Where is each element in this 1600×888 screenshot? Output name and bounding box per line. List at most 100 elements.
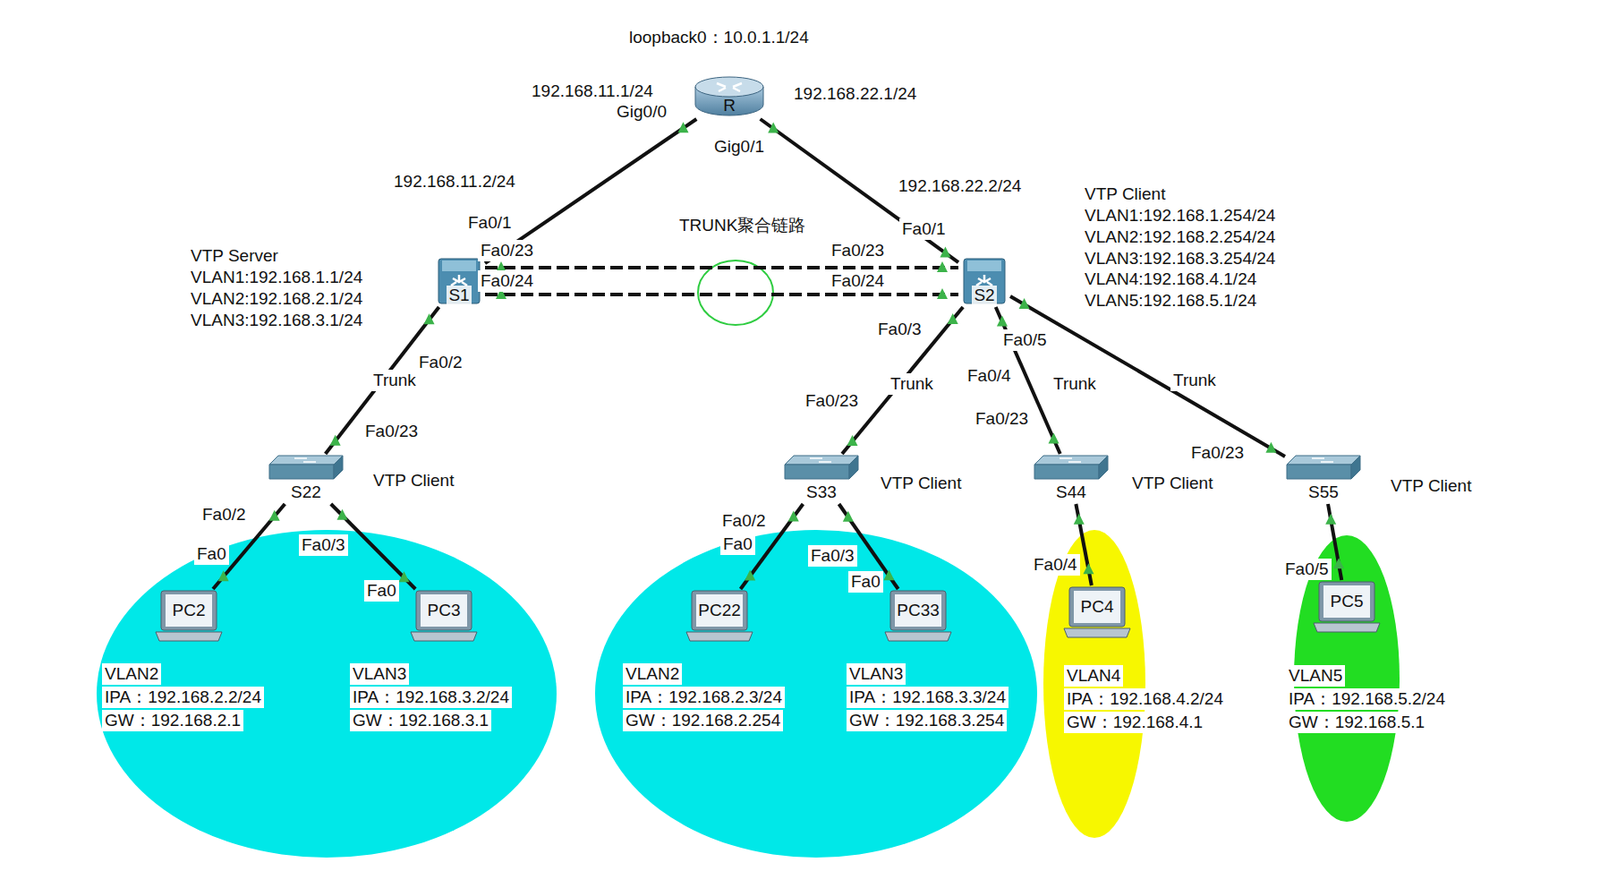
device-name: S2 bbox=[971, 285, 996, 306]
annotation-label: Fa0 bbox=[848, 570, 884, 593]
switch-node: S55 bbox=[1285, 453, 1362, 504]
network-link bbox=[842, 306, 963, 454]
annotation-label: VLAN3 bbox=[846, 663, 906, 685]
switch-node: S22 bbox=[267, 453, 345, 504]
annotation-label: GW：192.168.3.1 bbox=[349, 709, 492, 732]
network-link bbox=[1010, 296, 1286, 457]
annotation-label: IPA：192.168.4.2/24 bbox=[1063, 688, 1226, 710]
annotation-label: IPA：192.168.3.3/24 bbox=[846, 686, 1009, 708]
annotation-label: Fa0/24 bbox=[477, 270, 537, 292]
device-name: PC5 bbox=[1330, 591, 1364, 612]
switch-node: S44 bbox=[1032, 453, 1110, 504]
annotation-label: IPA：192.168.2.2/24 bbox=[102, 686, 264, 708]
network-link bbox=[485, 292, 959, 297]
annotation-label: Fa0/23 bbox=[477, 239, 537, 262]
link-label: Trunk bbox=[1050, 373, 1099, 395]
pc-node: PC4 bbox=[1062, 585, 1132, 643]
annotation-label: Fa0/23 bbox=[972, 408, 1031, 430]
annotation-label: Fa0/1 bbox=[899, 218, 949, 240]
vlan-area bbox=[595, 529, 1038, 858]
annotation-label: GW：192.168.2.254 bbox=[622, 709, 783, 732]
device-name: R bbox=[723, 95, 736, 116]
annotation-label: TRUNK聚合链路 bbox=[676, 214, 809, 237]
link-light bbox=[1019, 297, 1030, 309]
annotation-label: VLAN1:192.168.1.254/24 bbox=[1081, 204, 1278, 227]
annotation-label: Fa0/23 bbox=[362, 420, 421, 443]
annotation-label: VLAN3:192.168.3.254/24 bbox=[1081, 247, 1278, 270]
link-light bbox=[1047, 433, 1059, 444]
link-label: Trunk bbox=[370, 369, 419, 392]
annotation-label: Fa0/5 bbox=[1282, 558, 1332, 580]
annotation-label: Fa0/4 bbox=[1030, 553, 1081, 576]
pc-node: PC33 bbox=[883, 588, 954, 647]
annotation-label: VTP Client bbox=[877, 472, 964, 494]
link-light bbox=[936, 261, 948, 273]
annotation-label: 192.168.11.1/24 bbox=[528, 80, 656, 103]
pc-node: PC22 bbox=[684, 588, 755, 647]
link-light bbox=[883, 569, 894, 580]
pc-node: PC3 bbox=[408, 588, 479, 647]
annotation-label: GW：192.168.5.1 bbox=[1285, 711, 1428, 733]
annotation-label: Fa0/23 bbox=[1188, 442, 1247, 464]
device-name: S55 bbox=[1308, 482, 1339, 503]
device-name: PC4 bbox=[1080, 596, 1115, 617]
annotation-label: Gig0/1 bbox=[711, 136, 767, 158]
annotation-label: Fa0/2 bbox=[719, 510, 769, 532]
link-light bbox=[996, 314, 1008, 326]
link-light bbox=[1082, 562, 1094, 574]
device-name: S22 bbox=[290, 482, 322, 503]
link-light bbox=[330, 434, 341, 446]
annotation-label: Gig0/0 bbox=[613, 101, 670, 123]
link-light bbox=[1265, 442, 1277, 453]
annotation-label: Fa0 bbox=[720, 533, 756, 555]
pc-node: PC2 bbox=[153, 588, 224, 647]
device-name: PC3 bbox=[427, 600, 461, 621]
annotation-label: VLAN3 bbox=[349, 663, 409, 685]
annotation-label: IPA：192.168.5.2/24 bbox=[1285, 688, 1448, 710]
link-light bbox=[947, 313, 959, 324]
link-light bbox=[218, 570, 230, 581]
network-link bbox=[485, 265, 959, 270]
annotation-label: IPA：192.168.2.3/24 bbox=[622, 686, 785, 708]
link-light bbox=[936, 288, 948, 299]
link-label: Trunk bbox=[887, 373, 937, 395]
annotation-label: Fa0/3 bbox=[808, 544, 858, 567]
annotation-label: VLAN2:192.168.2.254/24 bbox=[1081, 226, 1278, 248]
link-light bbox=[1333, 557, 1345, 569]
annotation-label: VLAN3:192.168.3.1/24 bbox=[187, 309, 366, 332]
sw-icon bbox=[267, 453, 345, 481]
annotation-label: Fa0/23 bbox=[828, 239, 887, 262]
switch-node: S33 bbox=[782, 453, 860, 504]
annotation-label: VLAN5:192.168.5.1/24 bbox=[1081, 289, 1260, 312]
sw-icon bbox=[1032, 453, 1110, 481]
annotation-label: IPA：192.168.3.2/24 bbox=[349, 686, 512, 708]
annotation-label: VLAN2 bbox=[622, 663, 682, 685]
annotation-label: VTP Client bbox=[370, 469, 457, 492]
switch-node: S2 bbox=[958, 255, 1011, 307]
link-light bbox=[939, 246, 951, 257]
annotation-label: Fa0/24 bbox=[828, 270, 887, 292]
annotation-label: VLAN2 bbox=[102, 663, 162, 685]
annotation-label: GW：192.168.3.254 bbox=[846, 709, 1007, 732]
annotation-label: Fa0/1 bbox=[465, 212, 515, 234]
annotation-label: Fa0 bbox=[194, 543, 230, 565]
device-name: S1 bbox=[446, 285, 471, 306]
annotation-label: 192.168.22.2/24 bbox=[895, 175, 1024, 197]
annotation-label: Fa0 bbox=[364, 579, 400, 602]
link-light bbox=[788, 510, 800, 522]
annotation-label: VLAN4:192.168.4.1/24 bbox=[1081, 268, 1260, 290]
link-light bbox=[847, 434, 859, 446]
link-light bbox=[677, 121, 689, 133]
link-light bbox=[842, 510, 854, 522]
annotation-label: Fa0/3 bbox=[875, 318, 925, 341]
link-light bbox=[399, 570, 410, 582]
link-light bbox=[269, 510, 281, 521]
link-light bbox=[424, 313, 435, 324]
annotation-label: VLAN5 bbox=[1285, 664, 1345, 687]
annotation-label: VTP Client bbox=[1081, 183, 1168, 205]
annotation-label: VLAN2:192.168.2.1/24 bbox=[187, 288, 366, 310]
pc-node: PC5 bbox=[1311, 579, 1382, 638]
link-light bbox=[744, 569, 756, 580]
annotation-label: VLAN4 bbox=[1063, 664, 1124, 687]
